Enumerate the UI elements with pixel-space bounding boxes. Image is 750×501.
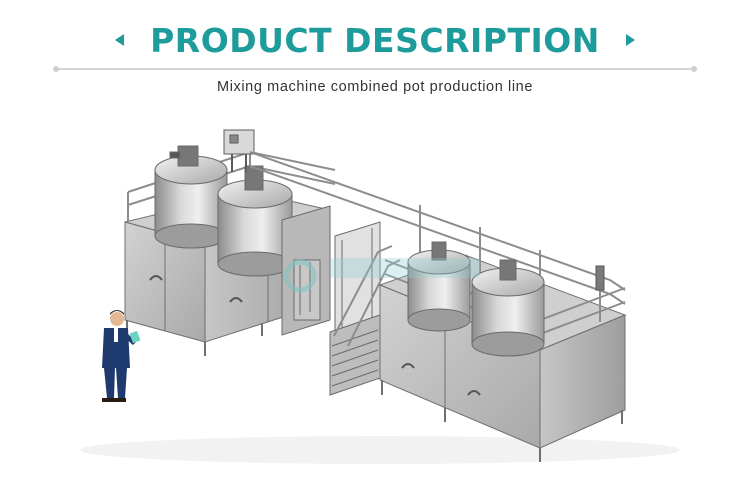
page-subtitle: Mixing machine combined pot production l…	[217, 79, 533, 95]
right-tank-2	[471, 259, 545, 357]
divider-dot-right	[691, 66, 697, 72]
filter-unit	[281, 205, 331, 336]
left-triangle-icon	[115, 34, 125, 46]
production-line-drawing	[80, 129, 680, 464]
production-line-illustration	[0, 110, 750, 501]
page-header: PRODUCT DESCRIPTION Mixing machine combi…	[0, 0, 750, 110]
right-triangle-icon	[625, 34, 635, 46]
stairs	[329, 245, 401, 396]
title-row: PRODUCT DESCRIPTION	[0, 16, 750, 64]
right-tank-1	[407, 241, 471, 332]
person-figure	[102, 310, 141, 402]
left-tank-2	[217, 165, 293, 277]
side-panel	[595, 265, 605, 291]
ground-shadow	[80, 436, 680, 464]
tablet-icon	[129, 330, 141, 344]
divider-dot-left	[53, 66, 59, 72]
watermark-logo	[283, 258, 480, 293]
page-title: PRODUCT DESCRIPTION	[150, 20, 600, 60]
control-box	[223, 129, 255, 172]
left-tank-1	[154, 145, 228, 249]
header-divider	[53, 66, 697, 72]
